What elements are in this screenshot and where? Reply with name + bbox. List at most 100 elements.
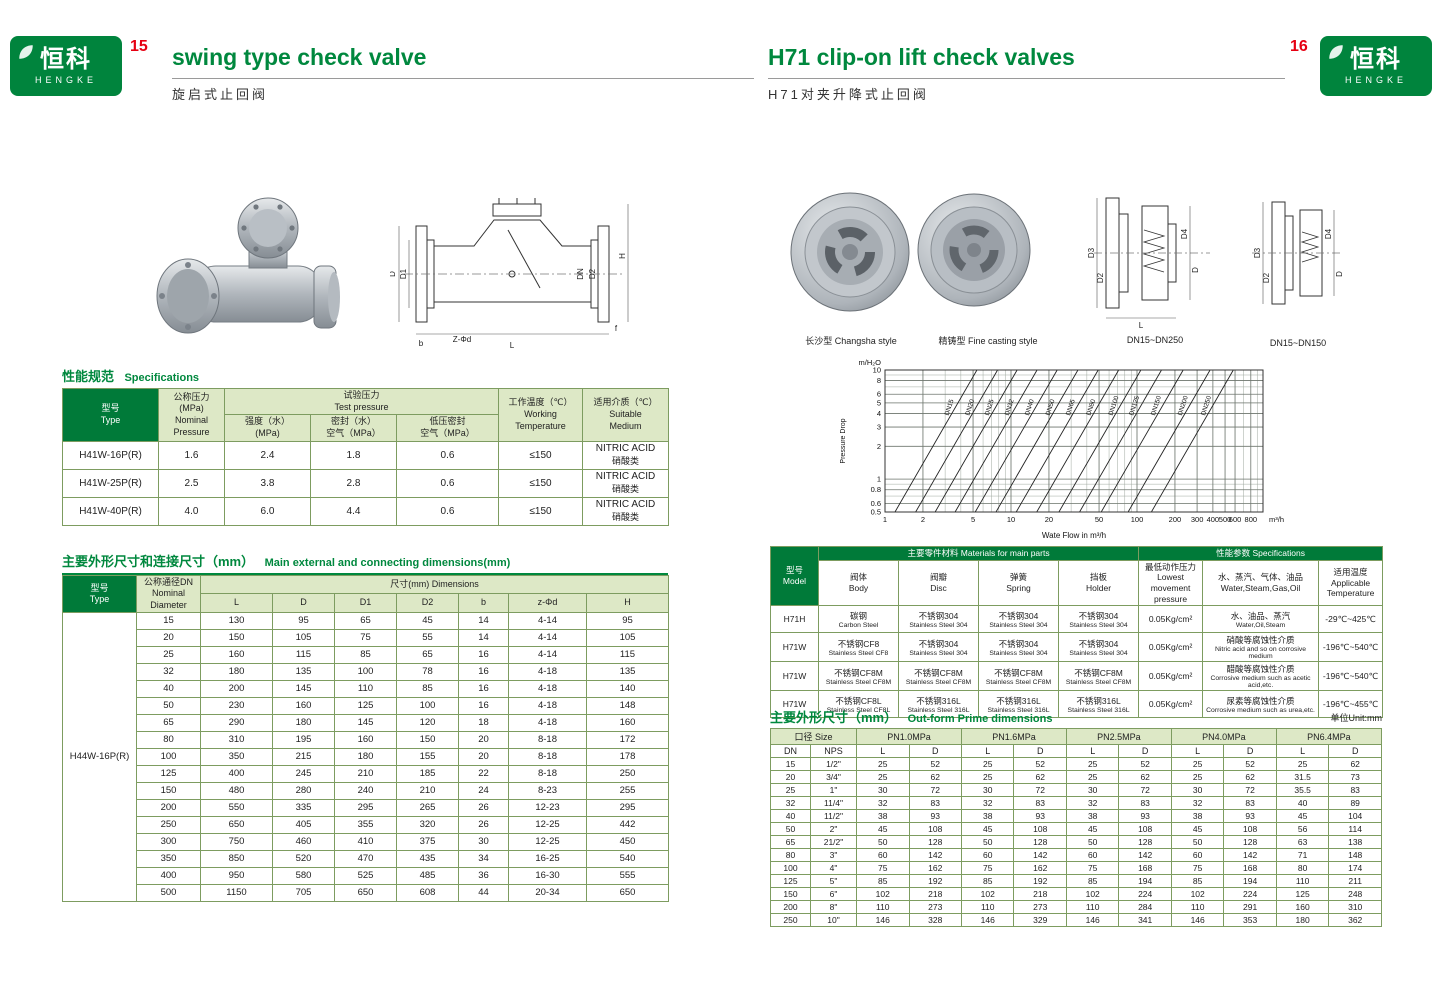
table-cell: 108 [1223,822,1277,836]
col-header-L: L [200,593,273,613]
table-cell: 25 [136,645,201,664]
col-header-b: b [458,593,509,613]
table-cell: 85 [856,874,910,888]
model-cell: H44W-16P(R) [62,611,137,902]
x-axis-title: Wate Flow in m³/h [1042,531,1106,540]
table-cell: 50 [770,822,811,836]
chart-series-label: DN20 [964,398,976,416]
table-cell: 20 [458,747,509,766]
table-cell: 110 [960,900,1015,914]
table-cell: 4-14 [508,645,587,664]
table-cell: 705 [272,883,335,902]
col-header-H: H [586,593,669,613]
table-cell: 26 [458,815,509,834]
table-cell: 410 [334,832,397,851]
col-header-d: D [1328,744,1382,758]
group-header-pn25: PN2.5MPa [1065,728,1172,745]
table-cell: 405 [272,815,335,834]
col-header-nps: NPS [809,744,858,758]
y-tick-label: 0.5 [871,508,881,517]
table-cell: 83 [908,796,962,810]
table-cell: 62 [1013,770,1067,784]
group-header-pn40: PN4.0MPa [1170,728,1277,745]
col-header-d: D [908,744,962,758]
dim-label-b: b [419,339,424,348]
table-cell: 160 [586,713,669,732]
table-cell: 85 [396,679,459,698]
spec-table: 型号 Type 公称压力 (MPa) Nominal Pressure 试验压力… [62,387,670,526]
col-header-spring: 弹簧 Spring [978,559,1059,607]
table-cell: 250 [770,913,811,927]
table-cell: 52 [1223,757,1277,771]
table-cell: 8-18 [508,764,587,783]
table-cell: 295 [334,798,397,817]
chart-series-label: DN15 [944,398,956,416]
group-header-pn10: PN1.0MPa [856,728,962,745]
table-cell: 485 [396,866,459,885]
table-cell: 14 [458,628,509,647]
table-cell: 38 [1170,809,1225,823]
col-header-holder: 挡板 Holder [1057,559,1140,607]
table-cell: 218 [1013,887,1067,901]
table-cell: 3.8 [224,468,311,498]
table-cell: 1.8 [310,440,397,470]
table-cell: 148 [586,696,669,715]
table-cell: 25 [1275,757,1330,771]
table-cell: 284 [1118,900,1172,914]
brand-name-en: HENGKE [1344,74,1407,85]
table-cell: 1150 [200,883,273,902]
table-cell: 16-30 [508,866,587,885]
table-cell: 162 [908,861,962,875]
table-cell: 353 [1223,913,1277,927]
table-cell: 194 [1118,874,1172,888]
col-header-dn: DN [770,744,811,758]
x-tick-label: 800 [1245,515,1258,524]
table-cell: 180 [200,662,273,681]
unit-note: 单位Unit:mm [1330,713,1383,723]
chart-series-line [1100,369,1184,513]
leaf-icon [1329,45,1343,59]
dim-label-D2: D2 [1096,272,1105,283]
table-cell: 328 [908,913,962,927]
right-page-subtitle: H71对夹升降式止回阀 [768,87,929,102]
chart-series-line [1015,369,1099,513]
chart-series-line [1127,369,1211,513]
table-cell: 110 [1275,874,1330,888]
table-cell: 178 [586,747,669,766]
x-tick-label: 500 [1219,515,1232,524]
chart-series-label: DN25 [984,398,996,416]
table-cell: 93 [908,809,962,823]
lift-valve-drawing-1: D3 D2 D4 D L [1086,184,1218,337]
table-cell: 25 [770,783,811,797]
col-header-l: L [1170,744,1225,758]
swing-valve-photo-art [156,197,340,334]
x-tick-label: 600 [1229,515,1242,524]
photo1-caption: 长沙型 Changsha style [805,336,897,346]
table-cell: 100 [770,861,811,875]
table-cell: 310 [200,730,273,749]
table-cell: 72 [1118,783,1172,797]
table-cell: 26 [458,798,509,817]
table-cell: 34 [458,849,509,868]
chart-series-line [1036,369,1120,513]
table-cell: 265 [396,798,459,817]
outform-table: 口径 Size PN1.0MPa PN1.6MPa PN2.5MPa PN4.0… [769,728,1383,927]
table-cell: 250 [136,815,201,834]
table-cell: 6.0 [224,496,311,526]
table-cell: 128 [1223,835,1277,849]
dim-label-D1: D1 [399,268,408,279]
